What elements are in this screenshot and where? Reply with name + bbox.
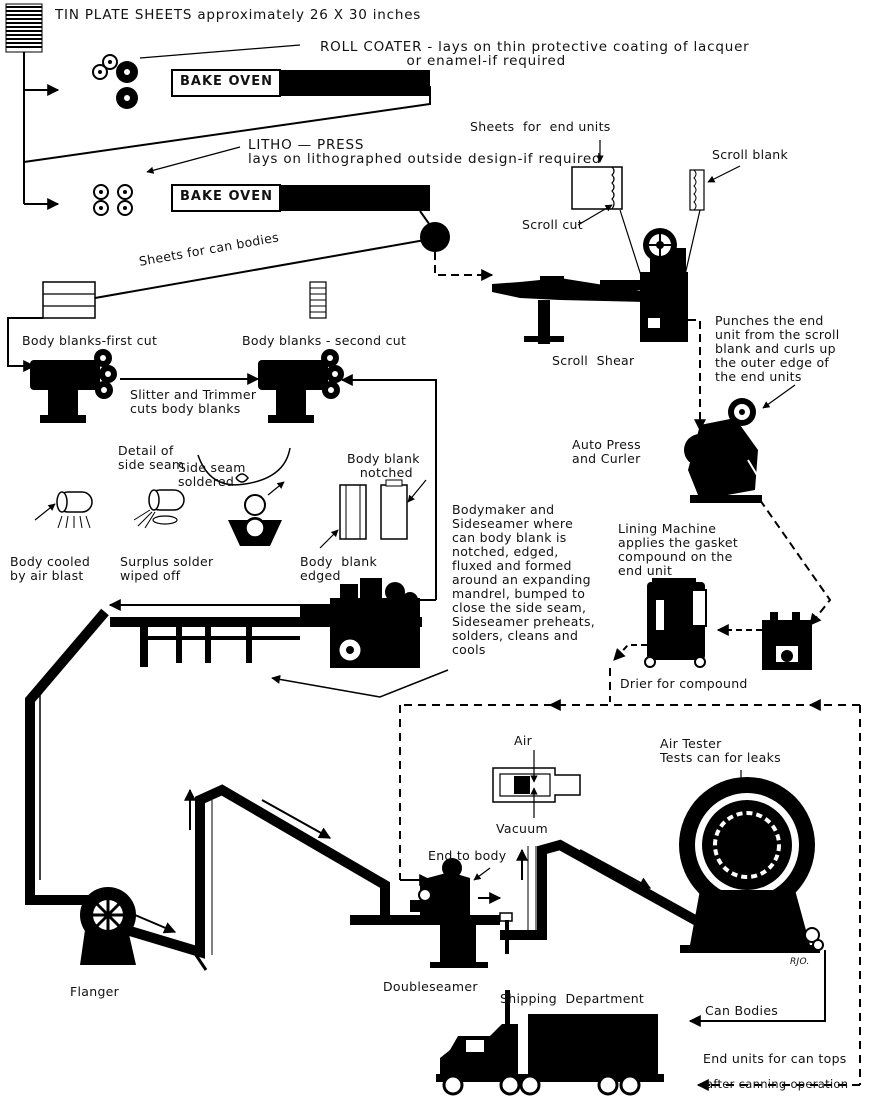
auto-press-machine bbox=[684, 398, 762, 503]
body-edged-label: Body blank edged bbox=[300, 555, 377, 583]
doubleseamer-label: Doubleseamer bbox=[383, 980, 478, 994]
drier-label: Drier for compound bbox=[620, 677, 748, 691]
roll-coater-icon bbox=[93, 55, 138, 109]
conveyor-to-doubleseamer bbox=[120, 790, 385, 952]
sheets-end-units-label: Sheets for end units bbox=[470, 120, 611, 134]
bodymaker-sideseamer-machine bbox=[110, 578, 422, 668]
end-to-body-label: End to body bbox=[428, 849, 506, 863]
surplus-solder-label: Surplus solder wiped off bbox=[120, 555, 213, 583]
scroll-shear-label: Scroll Shear bbox=[552, 354, 634, 368]
flanger-label: Flanger bbox=[70, 985, 119, 999]
auto-press-label: Auto Press and Curler bbox=[572, 438, 641, 466]
body-blanks-second-cut bbox=[310, 282, 326, 318]
scroll-cut-label: Scroll cut bbox=[522, 218, 583, 232]
cooled-body-icon bbox=[57, 492, 92, 528]
bodymaker-label: Bodymaker and Sideseamer where can body … bbox=[452, 503, 595, 657]
air-tester-label: Air Tester Tests can for leaks bbox=[660, 737, 781, 765]
body-notched-label: Body blank notched bbox=[347, 452, 420, 480]
air-label: Air bbox=[514, 734, 532, 748]
end-units-tops-label: End units for can tops bbox=[703, 1052, 847, 1066]
solder-pot-icon bbox=[228, 495, 282, 546]
can-bodies-label: Can Bodies bbox=[705, 1004, 778, 1018]
tin-plate-stack-icon bbox=[6, 4, 42, 52]
air-vacuum-detail bbox=[493, 768, 580, 802]
lining-machine bbox=[762, 612, 812, 670]
bake-oven-1-label: BAKE OVEN bbox=[180, 74, 273, 89]
scroll-shear-machine bbox=[492, 228, 688, 344]
body-blank-edged bbox=[340, 485, 366, 539]
litho-press-icon bbox=[94, 185, 132, 215]
vacuum-label: Vacuum bbox=[496, 822, 548, 836]
body-blanks-first-cut bbox=[43, 282, 95, 318]
litho-press-label: LITHO — PRESS lays on lithographed outsi… bbox=[248, 138, 601, 166]
body-cooled-label: Body cooled by air blast bbox=[10, 555, 90, 583]
drier-machine bbox=[645, 578, 706, 667]
shipping-label: Shipping Department bbox=[500, 992, 644, 1006]
artist-initials: RJO. bbox=[790, 955, 810, 969]
body-first-cut-label: Body blanks-first cut bbox=[22, 334, 157, 348]
air-tester-machine bbox=[679, 777, 823, 953]
slitter-machine-1 bbox=[30, 349, 117, 423]
body-second-cut-label: Body blanks - second cut bbox=[242, 334, 406, 348]
roll-coater-label: ROLL COATER - lays on thin protective co… bbox=[320, 40, 750, 68]
scroll-blank-label: Scroll blank bbox=[712, 148, 788, 162]
conveyor-to-flanger bbox=[30, 612, 105, 900]
end-unit-sheet bbox=[572, 167, 622, 209]
punches-label: Punches the end unit from the scroll bla… bbox=[715, 314, 840, 384]
after-canning-label: after canning operation bbox=[706, 1077, 848, 1091]
surplus-solder-icon bbox=[134, 490, 184, 528]
detail-seam-label: Detail of side seam bbox=[118, 444, 184, 472]
body-blank-notched bbox=[381, 480, 407, 539]
slitter-machine-2 bbox=[258, 349, 344, 423]
slitter-label: Slitter and Trimmer cuts body blanks bbox=[130, 388, 256, 416]
side-seam-soldered-label: Side seam soldered bbox=[178, 461, 246, 489]
lining-machine-label: Lining Machine applies the gasket compou… bbox=[618, 522, 738, 578]
tin-plate-label: TIN PLATE SHEETS approximately 26 X 30 i… bbox=[55, 8, 421, 22]
scroll-blank bbox=[690, 170, 704, 210]
bake-oven-2-label: BAKE OVEN bbox=[180, 189, 273, 204]
